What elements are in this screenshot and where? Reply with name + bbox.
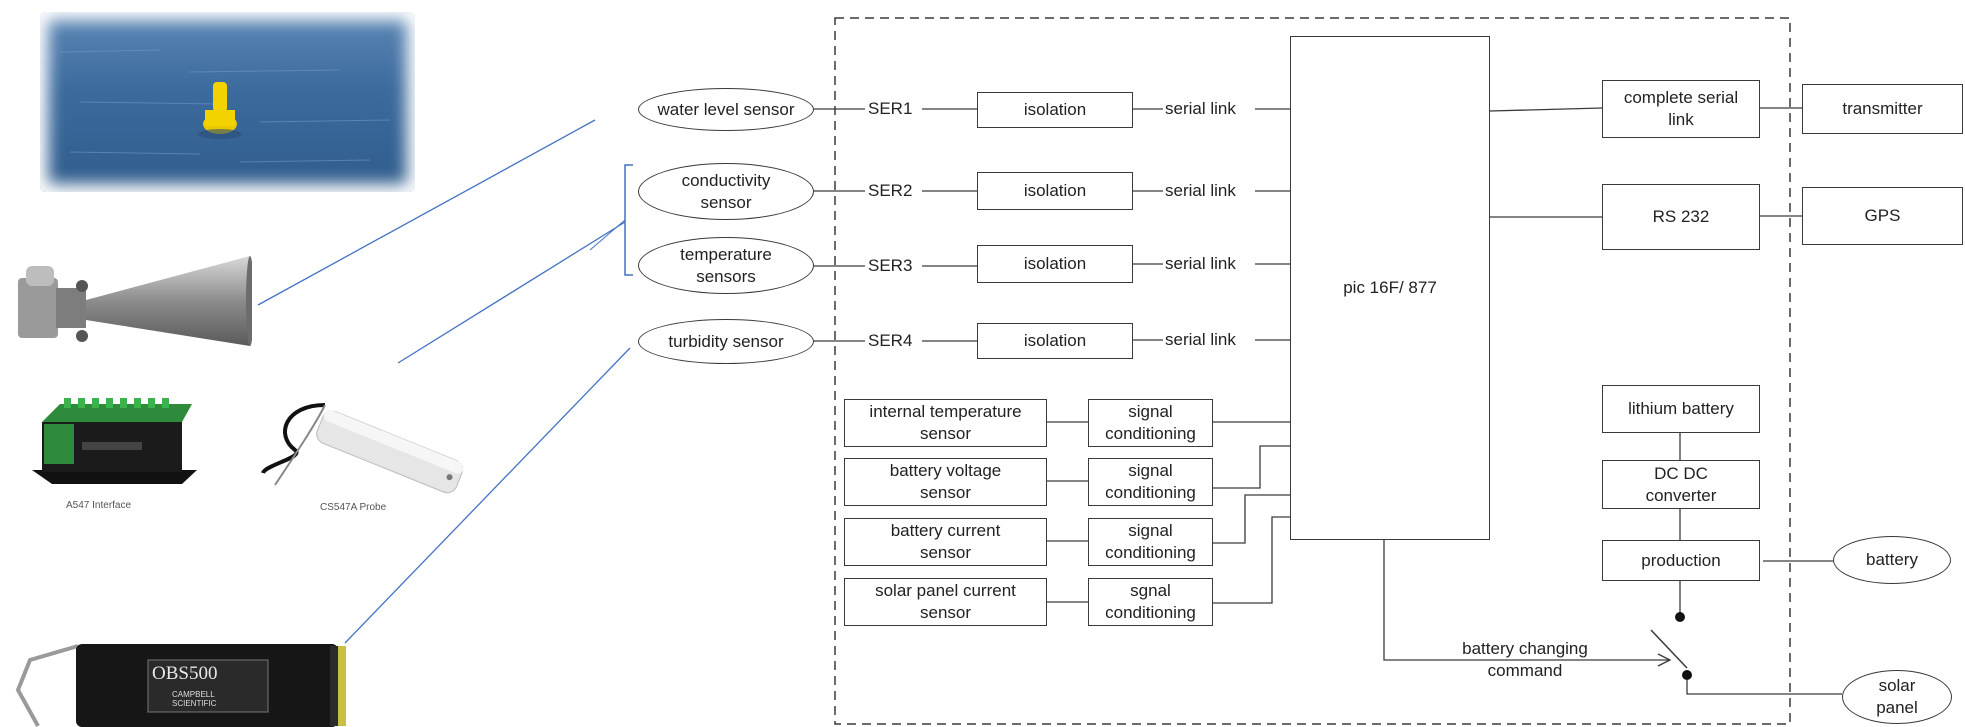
pointer-line-turbidity xyxy=(344,347,631,644)
signal-conditioning-1: signal conditioning xyxy=(1088,399,1213,447)
probe-photo xyxy=(255,395,465,500)
pointer-line-water-level xyxy=(257,119,596,306)
isolation-box-2: isolation xyxy=(977,172,1133,210)
battery-changing-command-label: battery changing command xyxy=(1462,639,1588,680)
switch-node-bottom xyxy=(1682,670,1692,680)
interface-module-photo xyxy=(22,392,202,502)
turbidity-probe-photo xyxy=(8,640,353,727)
serial-link-label-2: serial link xyxy=(1163,181,1238,201)
probe-icon xyxy=(261,403,464,494)
signal-conditioning-3: signal conditioning xyxy=(1088,518,1213,566)
pic-microcontroller: pic 16F/ 877 xyxy=(1290,36,1490,540)
serial-link-label-3: serial link xyxy=(1163,254,1238,274)
ser1-label: SER1 xyxy=(866,99,915,119)
switch-node-top xyxy=(1675,612,1685,622)
serial-link-label-1: serial link xyxy=(1163,99,1238,119)
probe-caption: CS547A Probe xyxy=(320,502,387,513)
complete-serial-link-box: complete serial link xyxy=(1602,80,1760,138)
ser4-label: SER4 xyxy=(866,331,915,351)
rs232-box: RS 232 xyxy=(1602,184,1760,250)
battery-current-sensor: battery current sensor xyxy=(844,518,1047,566)
dc-dc-converter-box: DC DC converter xyxy=(1602,460,1760,509)
solar-panel-current-sensor: solar panel current sensor xyxy=(844,578,1047,626)
isolation-box-1: isolation xyxy=(977,92,1133,128)
terminal-block-icon xyxy=(32,398,197,484)
turbidity-sensor: turbidity sensor xyxy=(638,319,814,364)
production-box: production xyxy=(1602,540,1760,581)
signal-conditioning-2: signal conditioning xyxy=(1088,458,1213,506)
water-level-sensor: water level sensor xyxy=(638,88,814,131)
interface-caption: A547 Interface xyxy=(66,500,132,511)
battery-oval: battery xyxy=(1833,536,1951,584)
solar-panel-oval: solar panel xyxy=(1842,670,1952,724)
obs-probe-icon xyxy=(15,644,346,727)
radar-level-sensor-photo xyxy=(12,238,254,368)
horn-antenna-icon xyxy=(18,256,254,346)
isolation-box-3: isolation xyxy=(977,245,1133,283)
sensor-group-bracket xyxy=(624,164,633,276)
switch-blade xyxy=(1650,629,1688,669)
obs-brand-label: CAMPBELL SCIENTIFIC xyxy=(172,690,217,708)
signal-conditioning-4: sgnal conditioning xyxy=(1088,578,1213,626)
battery-voltage-sensor: battery voltage sensor xyxy=(844,458,1047,506)
ser2-label: SER2 xyxy=(866,181,915,201)
temperature-sensors: temperature sensors xyxy=(638,237,814,294)
buoy-icon xyxy=(59,49,391,163)
buoy-photo xyxy=(40,12,415,192)
obs-model-label: OBS500 xyxy=(152,663,218,684)
system-enclosure xyxy=(834,17,1791,725)
conductivity-sensor: conductivity sensor xyxy=(638,163,814,220)
lithium-battery-box: lithium battery xyxy=(1602,385,1760,433)
pointer-line-conductivity xyxy=(397,221,626,364)
gps-box: GPS xyxy=(1802,187,1963,245)
transmitter-box: transmitter xyxy=(1802,84,1963,134)
ser3-label: SER3 xyxy=(866,256,915,276)
isolation-box-4: isolation xyxy=(977,323,1133,359)
internal-temperature-sensor: internal temperature sensor xyxy=(844,399,1047,447)
serial-link-label-4: serial link xyxy=(1163,330,1238,350)
